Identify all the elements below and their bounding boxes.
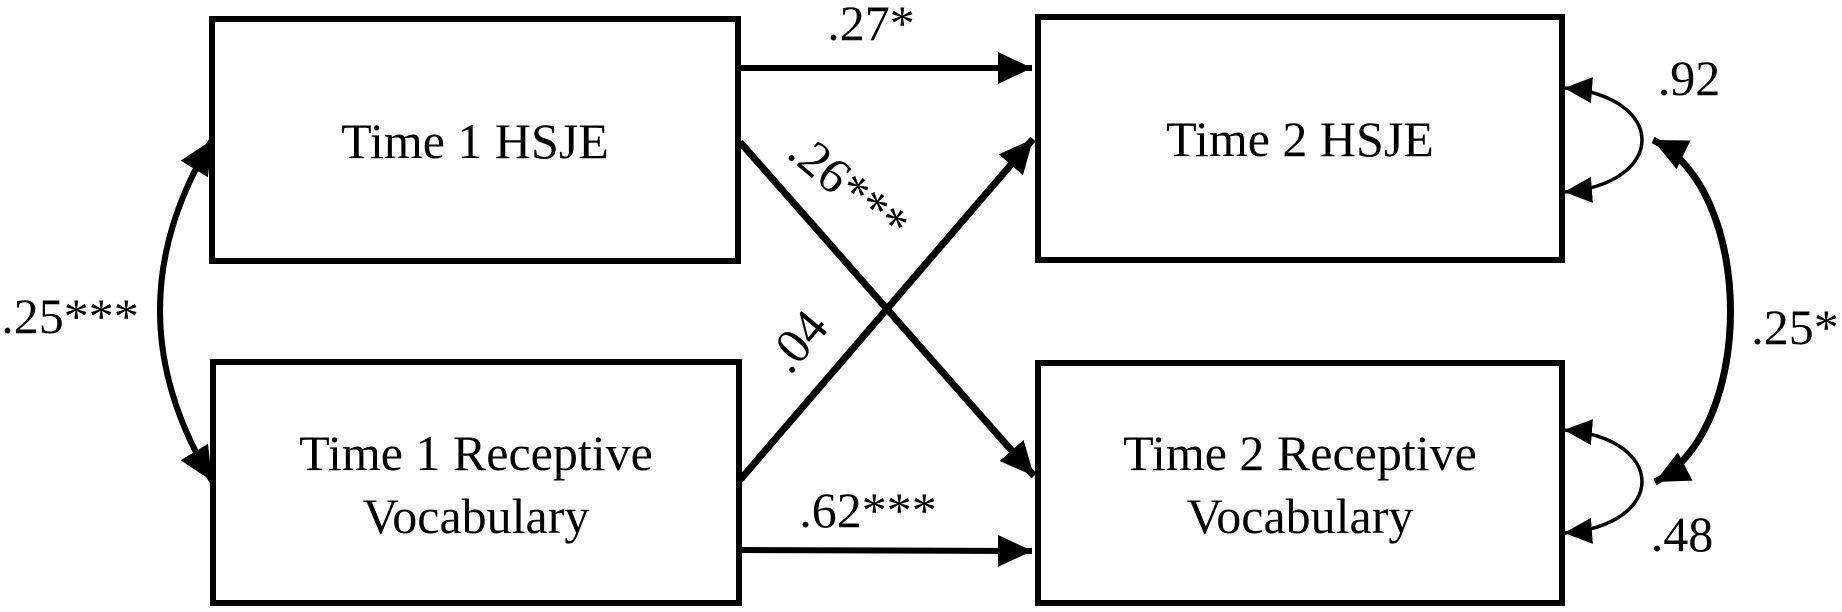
- coef-time1-covariance: .25***: [1, 288, 139, 344]
- node-time1-vocab-label-line2: Vocabulary: [363, 488, 590, 544]
- coef-t2hsje-residual: .92: [1658, 50, 1721, 106]
- coef-t1vocab-to-t2hsje: .04: [755, 299, 838, 383]
- node-time1-vocab-label-line1: Time 1 Receptive: [299, 425, 653, 481]
- node-time2-vocab-label-line2: Vocabulary: [1187, 488, 1414, 544]
- residual-loop-t2hsje: [1563, 77, 1644, 203]
- coef-time2-residual-covariance: .25*: [1751, 299, 1839, 355]
- residual-loop-t2vocab: [1563, 419, 1644, 544]
- coef-t1hsje-to-t2hsje: .27*: [827, 0, 915, 51]
- node-time1-hsje: [209, 16, 741, 264]
- coef-t1vocab-to-t2vocab: .62***: [799, 482, 937, 538]
- covariance-arc-time1: [157, 138, 215, 483]
- node-time1-hsje-label: Time 1 HSJE: [341, 113, 609, 169]
- node-time2-vocab: [1035, 360, 1565, 606]
- node-time2-hsje: [1035, 14, 1565, 263]
- node-time1-vocab: [210, 359, 742, 606]
- coef-t2vocab-residual: .48: [1651, 506, 1714, 562]
- covariance-arc-time2-residuals: [1651, 136, 1734, 486]
- path-t1vocab-to-t2vocab: [739, 534, 1033, 567]
- node-time2-hsje-label: Time 2 HSJE: [1166, 111, 1434, 167]
- coef-t1hsje-to-t2vocab: .26***: [778, 121, 919, 252]
- node-time2-vocab-label-line1: Time 2 Receptive: [1123, 425, 1477, 481]
- path-t1vocab-to-t2hsje: [737, 136, 1036, 483]
